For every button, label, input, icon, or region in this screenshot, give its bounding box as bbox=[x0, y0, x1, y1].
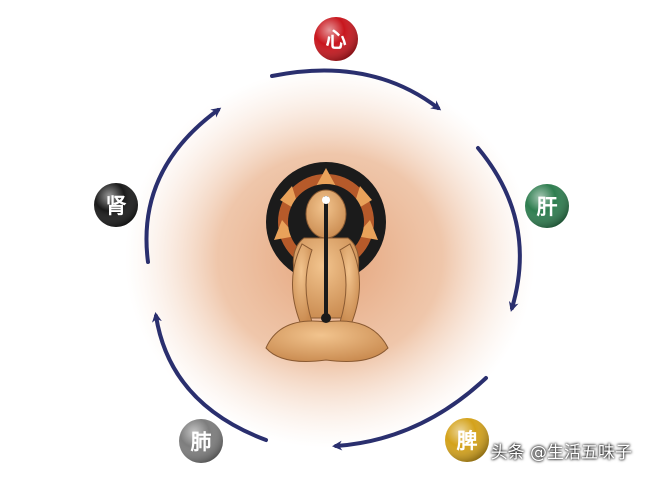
meditating-figure bbox=[265, 162, 389, 362]
arrow-lung-to-kidney bbox=[152, 312, 268, 442]
arrow-kidney-to-heart bbox=[144, 107, 222, 264]
organ-node-liver: 肝 bbox=[525, 184, 569, 228]
cycle-arrows bbox=[144, 68, 522, 451]
organ-node-lung: 肺 bbox=[179, 419, 223, 463]
organ-label: 肝 bbox=[537, 195, 558, 219]
organ-label: 肾 bbox=[106, 194, 127, 218]
organ-label: 心 bbox=[326, 28, 347, 52]
arrow-spleen-to-lung bbox=[332, 376, 488, 451]
watermark: 头条 @生活五味子 bbox=[490, 443, 632, 463]
organ-label: 肺 bbox=[191, 430, 212, 454]
organ-node-spleen: 脾 bbox=[445, 418, 489, 462]
organ-label: 脾 bbox=[457, 429, 478, 453]
arrow-liver-to-spleen bbox=[476, 146, 522, 312]
organ-node-kidney: 肾 bbox=[94, 183, 138, 227]
organ-node-heart: 心 bbox=[314, 17, 358, 61]
arrow-heart-to-liver bbox=[270, 68, 442, 111]
